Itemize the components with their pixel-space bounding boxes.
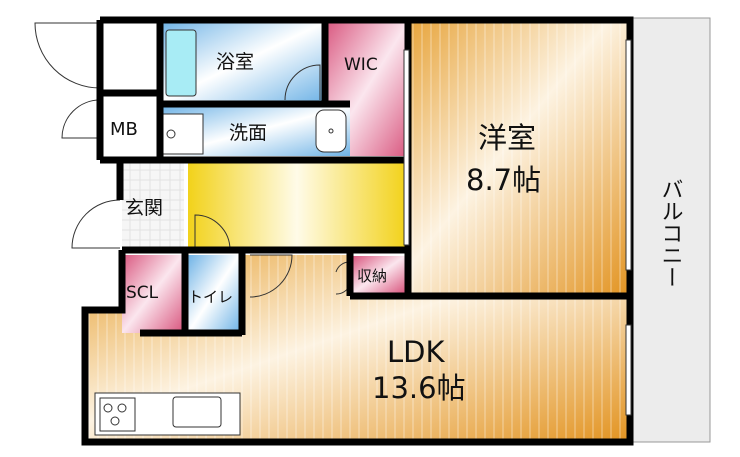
wood-floor-texture <box>408 22 630 296</box>
toilet <box>188 255 239 333</box>
stove-icon <box>99 397 136 432</box>
bath-label: 浴室 <box>216 51 254 73</box>
bath-door-icon <box>284 64 321 101</box>
washroom-label: 洗面 <box>229 122 267 144</box>
storage <box>353 256 405 293</box>
ldk-label: LDK <box>387 335 445 369</box>
western-room-label: 洋室 <box>478 121 536 155</box>
mb-door-icon <box>61 99 101 139</box>
window <box>625 39 632 271</box>
balcony-label: バルコニー <box>658 178 683 288</box>
toilet-door-icon <box>194 214 231 251</box>
ldk-size: 13.6帖 <box>372 371 466 405</box>
mb <box>103 96 158 158</box>
scl-label: SCL <box>126 283 159 303</box>
kitchen-sink-icon <box>172 396 222 428</box>
western-room-size: 8.7帖 <box>466 163 541 197</box>
bathtub-icon <box>165 29 197 97</box>
balcony <box>629 17 711 443</box>
toilet-label: トイレ <box>188 288 233 306</box>
storage-label: 収納 <box>357 267 387 285</box>
window <box>625 324 632 416</box>
hallway <box>188 162 406 250</box>
scl <box>122 255 182 333</box>
ldk-door-icon <box>249 254 293 298</box>
entrance-label: 玄関 <box>125 197 163 219</box>
mb-label: MB <box>110 119 138 140</box>
closet-upper <box>103 22 158 90</box>
front-door-icon <box>34 22 101 89</box>
entrance <box>122 162 184 250</box>
wic-label: WIC <box>344 55 378 75</box>
sink-icon <box>315 109 347 153</box>
window <box>403 49 410 246</box>
entrance-door-icon <box>71 199 121 249</box>
